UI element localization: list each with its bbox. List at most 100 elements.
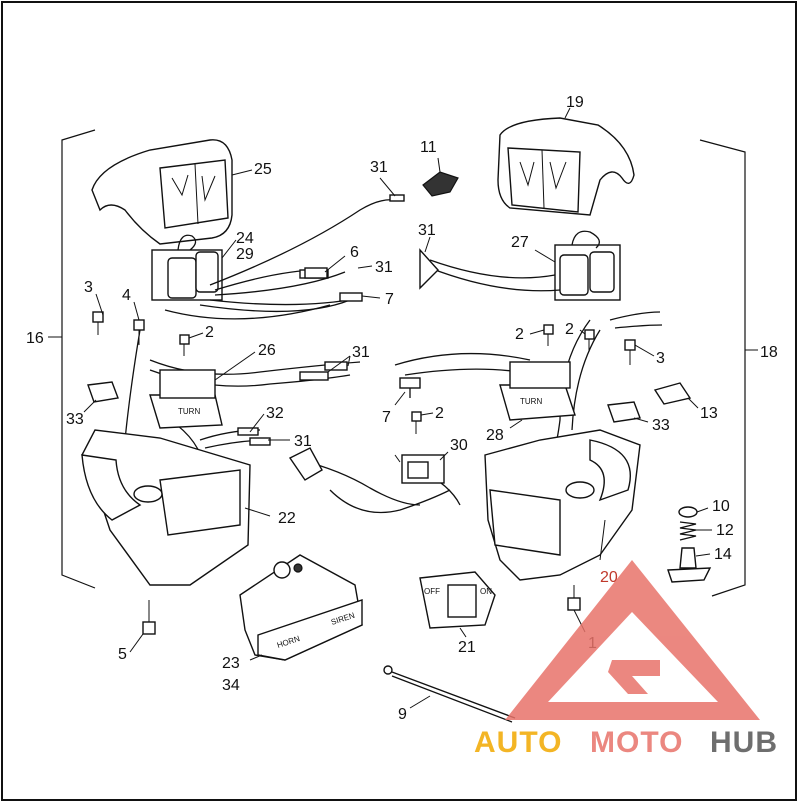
callout-32: 32 (266, 405, 284, 422)
right-lower-housing (484, 429, 641, 581)
leader-3-left (95, 293, 104, 316)
cable-tie (383, 665, 516, 723)
leader-24 (221, 239, 237, 259)
leader-10 (696, 507, 709, 513)
leader-2b (529, 329, 545, 335)
watermark-text-hub: HUB (710, 726, 778, 759)
leader-21 (459, 627, 467, 638)
callout-2d: 2 (435, 405, 444, 422)
screw-1 (567, 585, 581, 611)
callout-numbers: 1 2 2 2 2 3 3 4 5 6 7 7 9 10 11 12 13 14… (26, 94, 778, 723)
watermark-triangle (505, 560, 760, 720)
leader-27 (534, 249, 556, 263)
leader-31d2 (347, 355, 351, 367)
screw-2c (584, 329, 595, 352)
left-lower-housing (81, 429, 251, 586)
callout-12: 12 (716, 522, 734, 539)
group-bracket-right (699, 139, 746, 597)
leader-23 (249, 654, 263, 661)
leader-28 (509, 419, 523, 429)
leader-7b (394, 391, 406, 406)
leader-3-right (634, 344, 655, 357)
callout-9: 9 (398, 706, 407, 723)
horn-siren-switch: HORN SIREN (239, 554, 363, 661)
callout-20: 20 (600, 569, 618, 586)
callout-13: 13 (700, 405, 718, 422)
callout-24: 24 (236, 230, 254, 247)
screw-3-right (624, 339, 636, 365)
callout-6: 6 (350, 244, 359, 261)
callout-3b: 3 (656, 350, 665, 367)
watermark-logo: AUTO MOTO HUB (474, 560, 778, 759)
screw-4 (133, 319, 145, 345)
callout-30: 30 (450, 437, 468, 454)
connector-6 (304, 267, 328, 279)
callout-2a: 2 (205, 324, 214, 341)
leader-11 (437, 157, 441, 173)
callout-31c: 31 (418, 222, 436, 239)
leader-4 (133, 301, 140, 321)
callout-19: 19 (566, 94, 584, 111)
callout-27: 27 (511, 234, 529, 251)
brake-switch (394, 454, 445, 484)
leader-9 (409, 695, 431, 709)
svg-text:OFF: OFF (424, 587, 440, 596)
screw-5 (142, 600, 156, 635)
callout-31b: 31 (375, 259, 393, 276)
callout-31a: 31 (370, 159, 388, 176)
callout-10: 10 (712, 498, 730, 515)
callout-22: 22 (278, 510, 296, 527)
watermark-inner-mark (608, 660, 660, 694)
leader-2c (579, 329, 586, 335)
callout-21: 21 (458, 639, 476, 656)
leader-31c (424, 236, 431, 253)
callout-31e: 31 (294, 433, 312, 450)
screw-2a (179, 334, 190, 356)
svg-text:TURN: TURN (178, 407, 200, 416)
leader-32 (249, 413, 265, 433)
screw-3-left (92, 311, 104, 335)
callout-34: 34 (222, 677, 240, 694)
leader-6 (324, 255, 346, 273)
leader-31b (357, 265, 373, 269)
leader-13 (687, 397, 699, 409)
right-turn-switch: TURN (499, 361, 576, 421)
connector-7b (399, 377, 421, 398)
callout-11: 11 (420, 139, 437, 156)
svg-text:TURN: TURN (520, 397, 542, 406)
left-housing-cover (91, 139, 233, 245)
callout-7b: 7 (382, 409, 391, 426)
callout-3a: 3 (84, 279, 93, 296)
left-turn-switch: TURN (149, 369, 223, 429)
callout-33b: 33 (652, 417, 670, 434)
callout-29: 29 (236, 246, 254, 263)
right-housing-cover (497, 117, 635, 216)
leader-22 (244, 507, 271, 517)
callout-25: 25 (254, 161, 272, 178)
screw-2d (411, 411, 422, 434)
leader-14 (695, 553, 711, 557)
watermark-text-auto: AUTO (474, 726, 562, 759)
leader-26 (214, 351, 256, 381)
leader-31a (379, 177, 396, 197)
callout-2b: 2 (515, 326, 524, 343)
callout-16: 16 (26, 330, 44, 347)
spring-assembly (667, 506, 712, 583)
leader-7a (361, 295, 381, 299)
wiring-harness (124, 194, 663, 561)
leader-5 (129, 633, 144, 653)
callout-23: 23 (222, 655, 240, 672)
callout-2c: 2 (565, 321, 574, 338)
callout-18: 18 (760, 344, 778, 361)
kill-switch: OFF ON (419, 571, 496, 629)
callout-5: 5 (118, 646, 127, 663)
callout-4: 4 (122, 287, 131, 304)
wire-clip (422, 171, 459, 197)
left-switch-module (151, 234, 223, 301)
leader-20 (599, 519, 606, 561)
watermark-text-moto: MOTO (590, 726, 683, 759)
leader-33-right (633, 417, 649, 423)
clip-13 (653, 382, 692, 405)
leader-30 (439, 451, 449, 461)
